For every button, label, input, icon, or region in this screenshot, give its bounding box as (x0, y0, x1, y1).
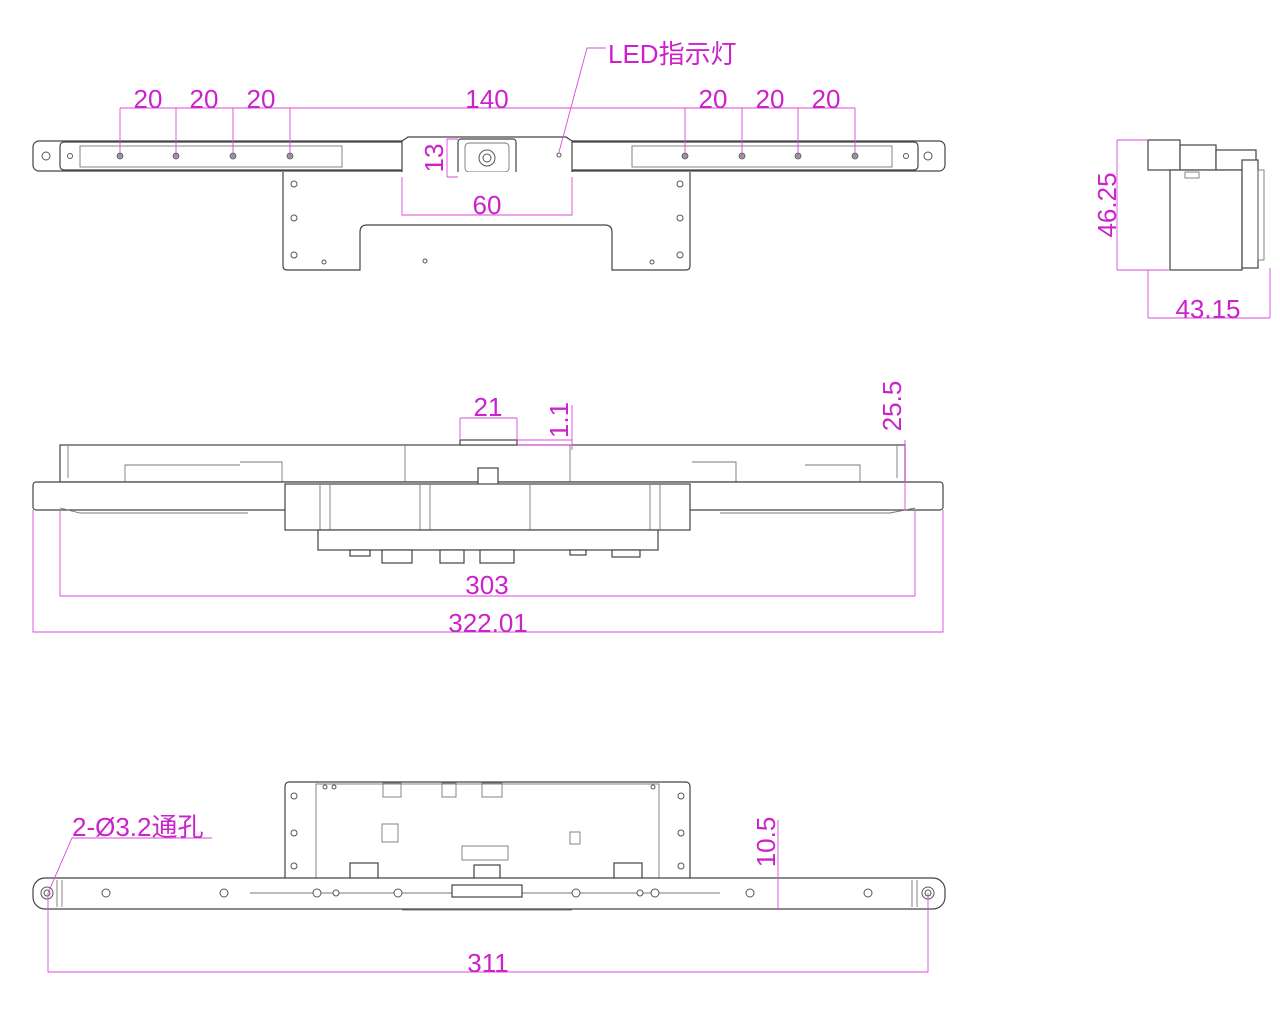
top-dimensions: 20 20 20 140 20 20 20 13 60 LED指示灯 (119, 39, 856, 220)
dim-overall-length: 322.01 (448, 608, 528, 638)
dim-side-depth: 43.15 (1175, 294, 1240, 324)
top-view: 20 20 20 140 20 20 20 13 60 LED指示灯 (32, 39, 946, 271)
front-view: 21 1.1 25.5 303 322.01 (32, 381, 944, 638)
dim-left-3: 20 (247, 84, 276, 114)
dim-hole-spacing: 311 (467, 948, 508, 978)
dim-total-height: 25.5 (877, 381, 907, 432)
hole-note: 2-Ø3.2通孔 (72, 812, 204, 842)
side-view: 46.25 43.15 (1092, 139, 1271, 324)
dim-notch-width: 21 (474, 392, 503, 422)
dim-right-3: 20 (812, 84, 841, 114)
dim-camera-width: 60 (473, 190, 502, 220)
dim-inner-length: 303 (465, 570, 508, 600)
led-strip-left (79, 145, 343, 168)
dim-bar-height: 10.5 (751, 817, 781, 868)
dim-left-2: 20 (190, 84, 219, 114)
dim-center: 140 (465, 84, 508, 114)
dim-right-2: 20 (756, 84, 785, 114)
led-strip-right (631, 145, 893, 168)
bottom-view: 2-Ø3.2通孔 10.5 311 (32, 781, 946, 978)
dim-side-height: 46.25 (1092, 172, 1122, 237)
dim-right-1: 20 (699, 84, 728, 114)
dim-left-1: 20 (134, 84, 163, 114)
led-indicator (556, 152, 562, 158)
dim-camera-height: 13 (419, 144, 449, 173)
led-indicator-label: LED指示灯 (608, 39, 737, 69)
dim-notch-depth: 1.1 (544, 402, 574, 438)
